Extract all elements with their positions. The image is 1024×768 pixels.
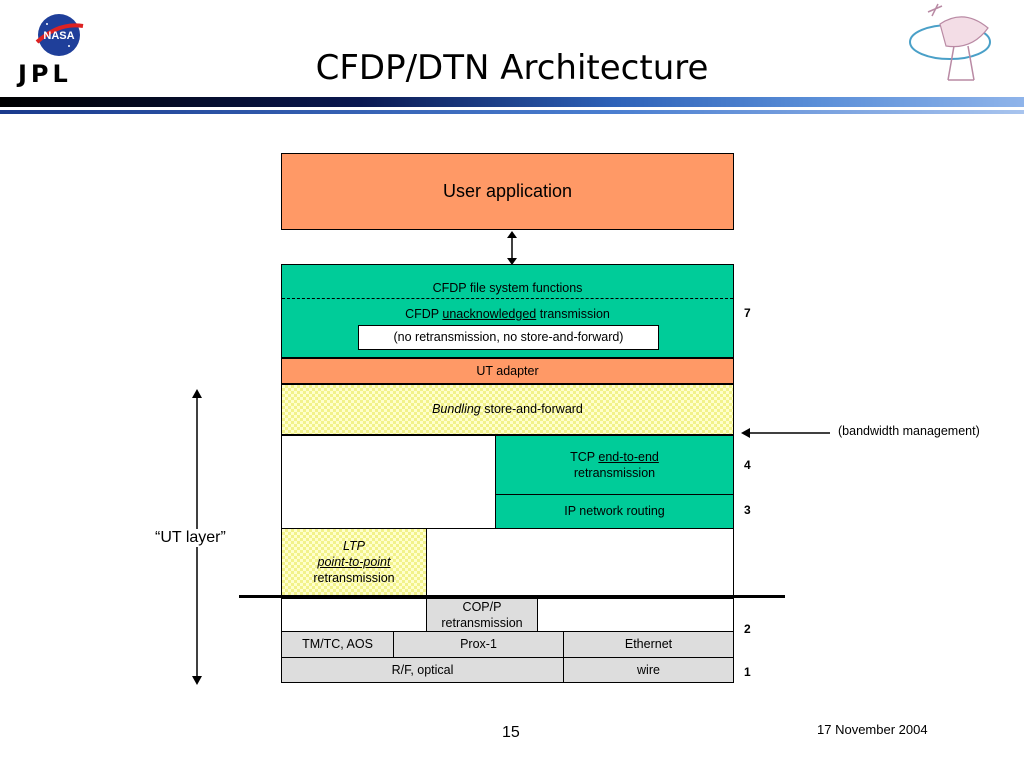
bandwidth-label: (bandwidth management) [838, 424, 980, 438]
empty-ltp-right-cell [426, 528, 734, 596]
rf-optical-box: R/F, optical [281, 657, 564, 683]
ut-boundary-line [239, 595, 785, 598]
nasa-logo: NASA [31, 12, 87, 58]
bandwidth-arrow [741, 428, 830, 438]
tmtc-aos-box: TM/TC, AOS [281, 631, 394, 658]
header-rule-thin [0, 110, 1024, 114]
antenna-dish-icon [909, 3, 991, 81]
empty-left-cell [281, 435, 496, 529]
slide-title: CFDP/DTN Architecture [315, 48, 709, 88]
cfdp-block: CFDP file system functions CFDP unacknow… [281, 264, 734, 358]
ut-adapter-box: UT adapter [281, 358, 734, 384]
wire-box: wire [563, 657, 734, 683]
prox1-box: Prox-1 [393, 631, 564, 658]
ut-layer-label: “UT layer” [153, 529, 228, 547]
user-application-box: User application [281, 153, 734, 230]
empty-cop-right-cell [537, 598, 734, 632]
cop-p-box: COP/P retransmission [426, 598, 538, 632]
no-retransmission-note: (no retransmission, no store-and-forward… [358, 325, 659, 350]
ip-routing-box: IP network routing [495, 494, 734, 529]
bundling-box: Bundling store-and-forward [281, 384, 734, 435]
nasa-meatball-icon: NASA [35, 14, 84, 56]
layer-2-label: 2 [744, 622, 751, 636]
page-number: 15 [502, 724, 520, 741]
slide-date: 17 November 2004 [817, 722, 928, 737]
cfdp-divider [282, 298, 733, 299]
ethernet-box: Ethernet [563, 631, 734, 658]
cfdp-fs-functions: CFDP file system functions [432, 281, 583, 295]
svg-text:NASA: NASA [43, 30, 74, 42]
user-application-label: User application [442, 180, 573, 201]
empty-cop-left-cell [281, 598, 427, 632]
layer-4-label: 4 [744, 458, 751, 472]
layer-7-label: 7 [744, 306, 751, 320]
app-cfdp-arrow [507, 231, 517, 265]
cfdp-transmission: CFDP unacknowledged transmission [405, 307, 610, 321]
tcp-box: TCP end-to-end retransmission [495, 435, 734, 495]
layer-3-label: 3 [744, 503, 751, 517]
antenna-logo [902, 2, 1002, 90]
layer-1-label: 1 [744, 665, 751, 679]
header-rule-thick [0, 97, 1024, 107]
ltp-box: LTP point-to-point retransmission [281, 528, 427, 596]
jpl-logo: JPL [18, 60, 72, 88]
